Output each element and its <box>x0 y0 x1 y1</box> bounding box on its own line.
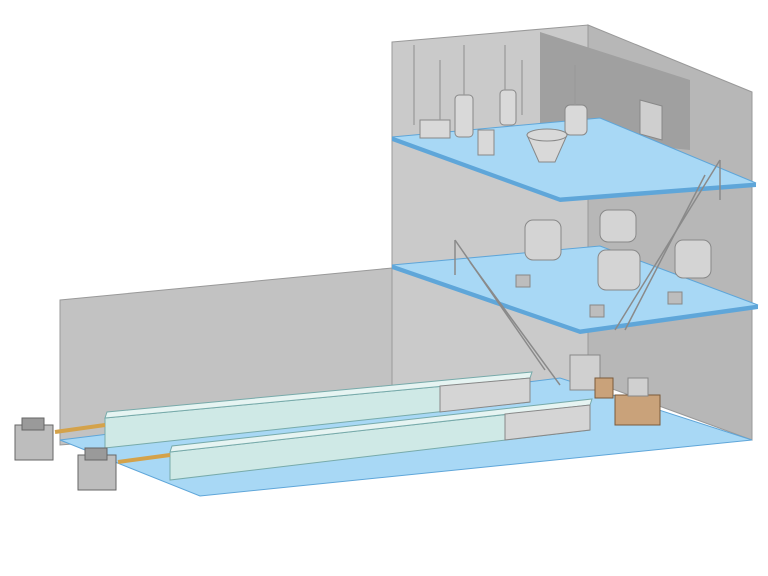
production-line-1 <box>104 371 533 449</box>
middle-tanks <box>515 209 712 318</box>
upper-pipes <box>413 45 576 125</box>
door-opening <box>639 99 663 141</box>
infeed-machine-2 <box>77 447 171 491</box>
infeed-machine-1 <box>14 417 106 461</box>
upper-tanks <box>419 89 588 163</box>
stairs <box>454 159 721 386</box>
production-line-2 <box>169 398 593 481</box>
ground-machines <box>569 354 661 426</box>
